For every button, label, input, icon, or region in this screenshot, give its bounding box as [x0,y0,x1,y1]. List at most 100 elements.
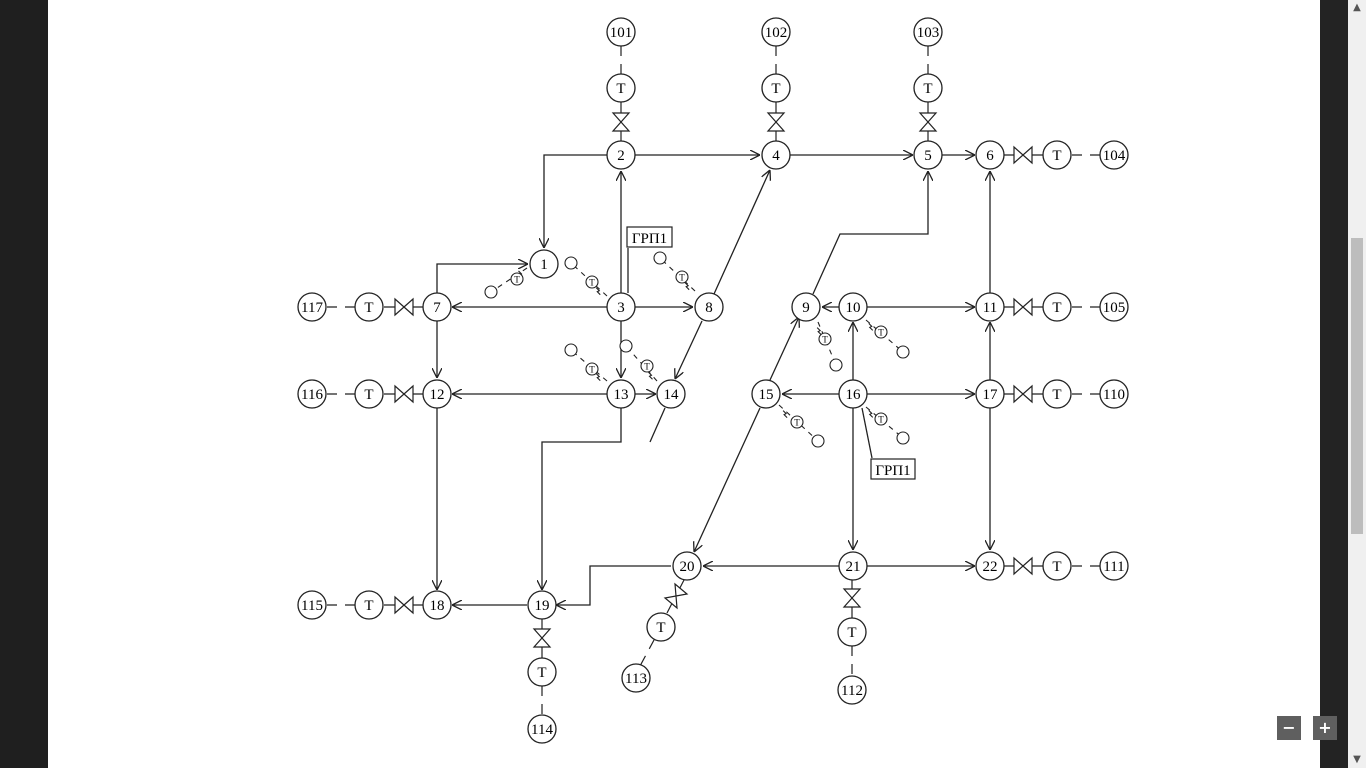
svg-text:Т: Т [679,273,685,283]
node-label-4: 4 [772,148,780,164]
equipment-t-label: Т [364,387,373,403]
node-label-1: 1 [540,257,548,273]
equipment-t-4: Т [1042,140,1072,170]
terminal-110: 110 [1099,379,1129,409]
mini-terminal-icon [896,345,910,359]
mini-terminal-icon [619,339,633,353]
equipment-t-label: Т [1052,559,1061,575]
terminal-label-117: 117 [301,300,323,316]
mini-terminal-icon [896,431,910,445]
equipment-t-1: Т [606,73,636,103]
scroll-up-arrow-icon[interactable]: ▲ [1353,2,1361,13]
equipment-t-label: Т [1052,148,1061,164]
svg-text:Т: Т [644,362,650,372]
meter-chain-5: Т [619,339,658,382]
terminal-112: 112 [837,675,867,705]
valve-icon [1013,297,1033,317]
node-4: 4 [761,140,791,170]
node-15: 15 [751,379,781,409]
terminal-116: 116 [297,379,327,409]
node-6: 6 [975,140,1005,170]
breaker-icon [782,410,788,419]
node-10: 10 [838,292,868,322]
zoom-in-button[interactable]: + [1313,716,1337,740]
node-label-3: 3 [617,300,625,316]
terminal-label-101: 101 [610,25,633,41]
node-label-8: 8 [705,300,713,316]
node-5: 5 [913,140,943,170]
meter-chain-7: Т [865,319,910,359]
svg-text:Т: Т [878,415,884,425]
meter-chain-9: Т [865,406,910,445]
terminal-label-114: 114 [531,722,553,738]
valve-icon [1013,384,1033,404]
svg-text:Т: Т [589,365,595,375]
node-label-16: 16 [846,387,862,403]
node-label-20: 20 [680,559,695,575]
terminal-105: 105 [1099,292,1129,322]
node-label-18: 18 [430,598,445,614]
svg-text:Т: Т [794,418,800,428]
scroll-thumb[interactable] [1351,238,1363,534]
equipment-t-label: Т [616,81,625,97]
valve-icon [1013,556,1033,576]
equipment-t-label: Т [1052,387,1061,403]
node-20: 20 [672,551,702,581]
equipment-connectors [384,102,1043,658]
node-14: 14 [656,379,686,409]
breaker-icon [684,282,690,291]
valve-icon [918,112,938,132]
equipment-t-label: Т [364,598,373,614]
meter-chain-1: Т [484,267,528,299]
equipment-t-10: Т [646,612,676,642]
mini-terminal-icon [829,358,843,372]
terminal-label-103: 103 [917,25,940,41]
valve-icon [394,297,414,317]
node-7: 7 [422,292,452,322]
node-13: 13 [606,379,636,409]
node-2: 2 [606,140,636,170]
meter-chain-6: Т [816,321,843,372]
node-label-6: 6 [986,148,994,164]
terminal-113: 113 [621,663,651,693]
node-label-15: 15 [759,387,774,403]
vertical-scrollbar[interactable]: ▲ ▼ [1348,0,1366,768]
equipment-t-label: Т [537,665,546,681]
breaker-icon [648,371,653,380]
mini-terminal-icon [564,343,578,357]
node-9: 9 [791,292,821,322]
node-label-19: 19 [535,598,550,614]
node-label-9: 9 [802,300,810,316]
svg-text:Т: Т [878,328,884,338]
node-11: 11 [975,292,1005,322]
equipment-t-label: Т [847,625,856,641]
node-16: 16 [838,379,868,409]
equipment-t-11: Т [354,292,384,322]
node-label-10: 10 [846,300,861,316]
svg-text:Т: Т [589,278,595,288]
grp-label-upper: ГРП1 [632,231,667,247]
terminal-114: 114 [527,714,557,744]
node-label-17: 17 [983,387,999,403]
node-8: 8 [694,292,724,322]
node-label-11: 11 [983,300,997,316]
meter-chain-4: Т [564,343,608,382]
valve-icon [766,112,786,132]
terminal-115: 115 [297,590,327,620]
terminal-label-113: 113 [625,671,647,687]
equipment-t-label: Т [364,300,373,316]
node-label-5: 5 [924,148,932,164]
node-label-7: 7 [433,300,441,316]
scroll-down-arrow-icon[interactable]: ▼ [1353,754,1361,765]
equipment-t-3: Т [913,73,943,103]
zoom-out-button[interactable]: − [1277,716,1301,740]
equipment-t-2: Т [761,73,791,103]
svg-text:Т: Т [822,335,828,345]
terminal-label-112: 112 [841,683,863,699]
node-22: 22 [975,551,1005,581]
equipment-t-8: Т [837,617,867,647]
terminal-label-102: 102 [765,25,788,41]
equipment-t-label: Т [923,81,932,97]
terminal-111: 111 [1099,551,1129,581]
